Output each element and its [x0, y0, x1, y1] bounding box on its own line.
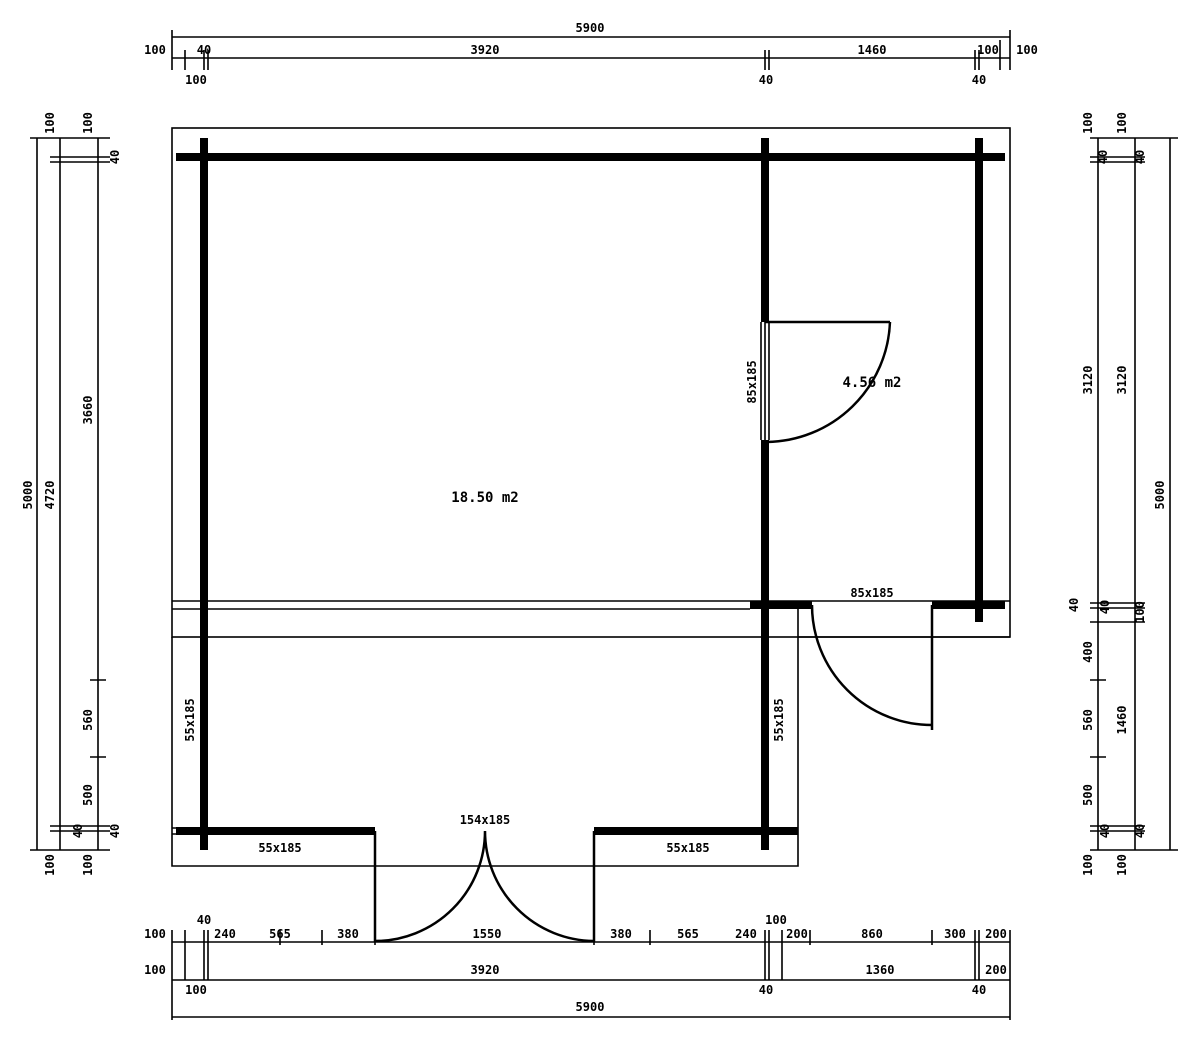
dim: 380 [610, 927, 632, 941]
dim: 100 [185, 73, 207, 87]
left-dimensions: 5000 4720 3660 560 500 100 100 40 40 40 … [21, 112, 122, 876]
left-window-label: 55x185 [183, 698, 197, 741]
dim: 100 [1115, 854, 1129, 876]
dim: 100 [144, 43, 166, 57]
dim: 240 [735, 927, 757, 941]
dim: 1460 [858, 43, 887, 57]
top-dimensions: 5900 100 40 3920 1460 100 100 100 40 40 [144, 21, 1038, 87]
dim: 100 [1081, 854, 1095, 876]
dim: 240 [214, 927, 236, 941]
dim: 4720 [43, 481, 57, 510]
dim: 560 [1081, 709, 1095, 731]
dim: 100 [977, 43, 999, 57]
dim: 40 [197, 43, 211, 57]
right-dimensions: 5000 3120 3120 100 100 40 40 40 40 100 4… [1067, 112, 1167, 876]
front-door-label: 154x185 [460, 813, 511, 827]
dim: 500 [1081, 784, 1095, 806]
dim: 40 [1133, 824, 1147, 838]
side-room-area-label: 4.56 m2 [842, 375, 901, 391]
dim: 40 [1133, 150, 1147, 164]
dim: 380 [337, 927, 359, 941]
dim: 3920 [471, 963, 500, 977]
inner-door-label: 85x185 [745, 360, 759, 403]
dim: 100 [765, 913, 787, 927]
dim: 3920 [471, 43, 500, 57]
dim: 5900 [576, 21, 605, 35]
dim: 40 [759, 983, 773, 997]
dim: 40 [108, 150, 122, 164]
dim: 100 [1081, 112, 1095, 134]
dim: 100 [1016, 43, 1038, 57]
shed-door-label: 85x185 [850, 586, 893, 600]
front-window-left-label: 55x185 [258, 841, 301, 855]
dim: 560 [81, 709, 95, 731]
dim: 100 [43, 112, 57, 134]
dim: 100 [81, 112, 95, 134]
dim: 5000 [1153, 481, 1167, 510]
dim: 860 [861, 927, 883, 941]
dim: 40 [197, 913, 211, 927]
doors [373, 320, 934, 943]
dim: 40 [71, 824, 85, 838]
dim: 100 [1133, 601, 1147, 623]
dim: 100 [1115, 112, 1129, 134]
dim: 565 [677, 927, 699, 941]
dim: 200 [985, 927, 1007, 941]
dim: 1460 [1115, 706, 1129, 735]
dim: 300 [944, 927, 966, 941]
dim: 40 [1067, 598, 1081, 612]
dim: 40 [759, 73, 773, 87]
dim: 1360 [866, 963, 895, 977]
dim: 3120 [1115, 366, 1129, 395]
bottom-dimensions: 100 40 240 565 380 1550 380 565 240 100 … [144, 913, 1007, 1014]
dim: 100 [81, 854, 95, 876]
dim: 40 [108, 824, 122, 838]
dim: 1550 [473, 927, 502, 941]
room-labels: 18.50 m2 4.56 m2 85x185 85x185 55x185 55… [183, 360, 902, 855]
dim: 100 [144, 927, 166, 941]
dim: 100 [144, 963, 166, 977]
dim: 200 [985, 963, 1007, 977]
dim: 5000 [21, 481, 35, 510]
dim: 3660 [81, 396, 95, 425]
dim: 40 [972, 983, 986, 997]
dim: 200 [786, 927, 808, 941]
dim: 565 [269, 927, 291, 941]
dim: 5900 [576, 1000, 605, 1014]
dim: 100 [43, 854, 57, 876]
dimension-lines [30, 30, 1178, 1020]
dim: 40 [972, 73, 986, 87]
right-window-label: 55x185 [772, 698, 786, 741]
dim: 40 [1096, 150, 1110, 164]
dim: 40 [1098, 600, 1112, 614]
dim: 500 [81, 784, 95, 806]
dim: 400 [1081, 641, 1095, 663]
building-outline [171, 127, 1011, 867]
front-window-right-label: 55x185 [666, 841, 709, 855]
dim: 40 [1098, 824, 1112, 838]
dim: 100 [185, 983, 207, 997]
walls [176, 138, 1005, 850]
main-area-label: 18.50 m2 [451, 490, 518, 506]
dim: 3120 [1081, 366, 1095, 395]
